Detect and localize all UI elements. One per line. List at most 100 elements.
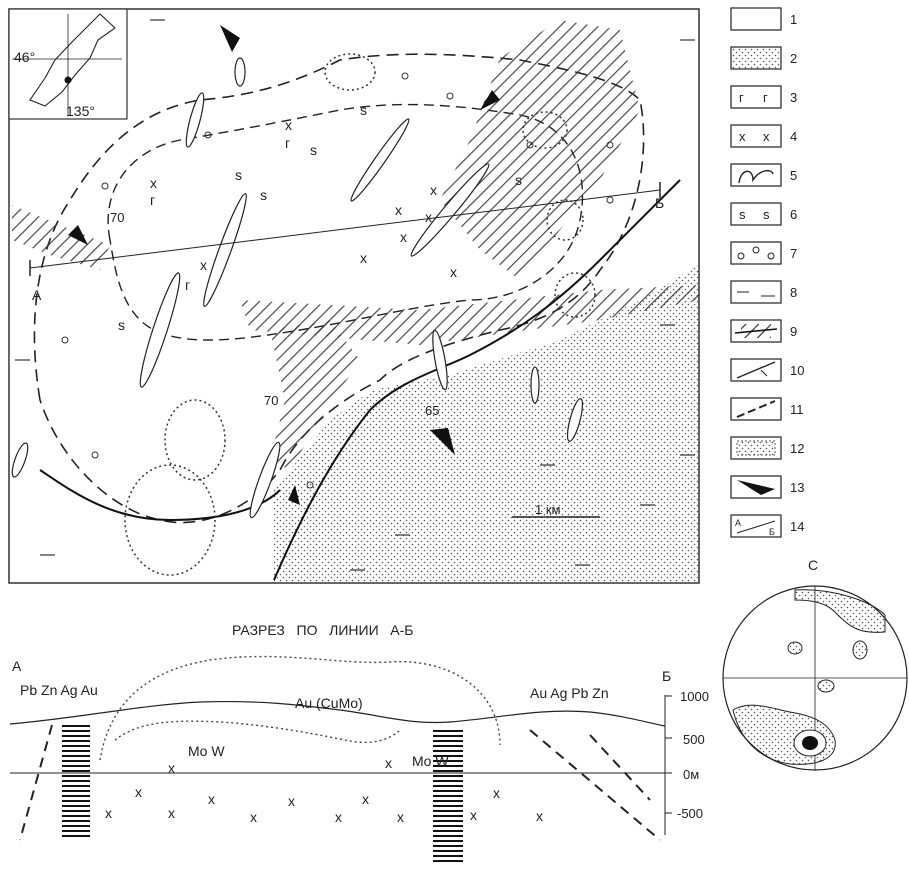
hatched-zone-sw xyxy=(270,320,360,470)
axis-tick-1: 500 xyxy=(683,732,705,747)
svg-text:x: x xyxy=(739,129,746,144)
legend-number: 3 xyxy=(790,90,797,105)
dotted-fill-icon xyxy=(730,46,782,70)
dashed-contour xyxy=(33,53,645,524)
mo-w-label-2: Mo W xyxy=(412,753,449,769)
stereonet-contour-north xyxy=(794,589,886,633)
axis-tick-0: 1000 xyxy=(680,689,709,704)
svg-text:x: x xyxy=(385,755,392,771)
legend-item-11: 11 xyxy=(730,397,804,421)
svg-text:г: г xyxy=(185,277,190,293)
svg-text:x: x xyxy=(135,784,142,800)
section-title: РАЗРЕЗ ПО ЛИНИИ А-Б xyxy=(232,622,414,638)
axis-tick-3: -500 xyxy=(677,806,703,821)
legend-number: 1 xyxy=(790,12,797,27)
dikes xyxy=(11,57,584,519)
legend-item-8: 8 xyxy=(730,280,797,304)
svg-text:x: x xyxy=(430,182,437,198)
legend-number: 12 xyxy=(790,441,804,456)
stockwork-contours xyxy=(124,53,596,576)
map-dashes xyxy=(15,19,695,571)
svg-text:г: г xyxy=(763,90,768,105)
fault-main xyxy=(273,179,681,581)
svg-text:x: x xyxy=(208,791,215,807)
legend-number: 8 xyxy=(790,285,797,300)
svg-text:x: x xyxy=(150,175,157,191)
legend-number: 10 xyxy=(790,363,804,378)
scale-label: 1 км xyxy=(535,502,561,517)
legend-item-10: 10 xyxy=(730,358,804,382)
inset-outline xyxy=(29,13,116,107)
svg-text:s: s xyxy=(739,207,746,222)
svg-text:x: x xyxy=(763,129,770,144)
metals-center: Au (CuMo) xyxy=(295,695,363,711)
hatched-zone-ne xyxy=(440,20,640,280)
svg-text:x: x xyxy=(168,805,175,821)
legend-item-1: 1 xyxy=(730,7,797,31)
svg-text:s: s xyxy=(235,167,242,183)
legend-item-14: А Б 14 xyxy=(730,514,804,538)
svg-text:г: г xyxy=(150,192,155,208)
svg-text:x: x xyxy=(397,809,404,825)
dip-label-2: 70 xyxy=(264,393,278,408)
legend-number: 4 xyxy=(790,129,797,144)
svg-text:s: s xyxy=(260,187,267,203)
legend-item-7: 7 xyxy=(730,241,797,265)
svg-text:x: x xyxy=(450,264,457,280)
legend-number: 13 xyxy=(790,480,804,495)
bold-arrows xyxy=(68,25,500,505)
legend-item-5: 5 xyxy=(730,163,797,187)
legend-number: 14 xyxy=(790,519,804,534)
svg-text:Б: Б xyxy=(769,527,775,537)
drill-column-center xyxy=(433,730,463,865)
text-labels: 46° 135° А Б 70 70 65 1 км РАЗРЕЗ ПО ЛИН… xyxy=(12,49,818,821)
geologic-map: xг xг xx xx xx xг ss ss ss xyxy=(8,8,700,584)
svg-text:x: x xyxy=(105,805,112,821)
map-symbols: xг xг xx xx xx xг ss ss ss xyxy=(118,102,522,333)
dashed-fault-icon xyxy=(730,397,782,421)
svg-text:x: x xyxy=(536,808,543,824)
legend-number: 7 xyxy=(790,246,797,261)
section-line xyxy=(29,182,661,276)
legend-item-12: 12 xyxy=(730,436,804,460)
svg-text:x: x xyxy=(285,117,292,133)
topographic-profile xyxy=(9,700,666,727)
section-start-map-label: А xyxy=(32,287,42,303)
dike-outline-icon xyxy=(730,163,782,187)
legend-item-9: 9 xyxy=(730,319,797,343)
dotted-contour-icon xyxy=(730,436,782,460)
svg-text:s: s xyxy=(360,102,367,118)
inner-dashed-contour xyxy=(107,103,584,341)
dashes-icon xyxy=(730,280,782,304)
svg-text:x: x xyxy=(250,809,257,825)
dashed-fault-right xyxy=(529,729,661,841)
hatch-zone-arrow-icon xyxy=(730,319,782,343)
svg-text:А: А xyxy=(735,518,741,528)
location-dot xyxy=(64,76,72,84)
stereonet-north-label: С xyxy=(808,557,818,573)
svg-text:s: s xyxy=(310,142,317,158)
legend-item-2: 2 xyxy=(730,46,797,70)
svg-text:x: x xyxy=(400,229,407,245)
svg-text:г: г xyxy=(739,90,744,105)
svg-text:x: x xyxy=(360,250,367,266)
fault-tick-icon xyxy=(730,358,782,382)
metals-right: Au Ag Pb Zn xyxy=(530,685,609,701)
dashed-fault-left xyxy=(19,724,53,841)
drill-column-left xyxy=(62,725,90,840)
svg-text:s: s xyxy=(763,207,770,222)
legend-item-13: 13 xyxy=(730,475,804,499)
svg-text:x: x xyxy=(168,760,175,776)
axis-tick-2: 0м xyxy=(683,767,699,782)
stereonet xyxy=(722,585,908,771)
inset-lon-label: 135° xyxy=(66,103,95,119)
dip-label-1: 70 xyxy=(110,210,124,225)
